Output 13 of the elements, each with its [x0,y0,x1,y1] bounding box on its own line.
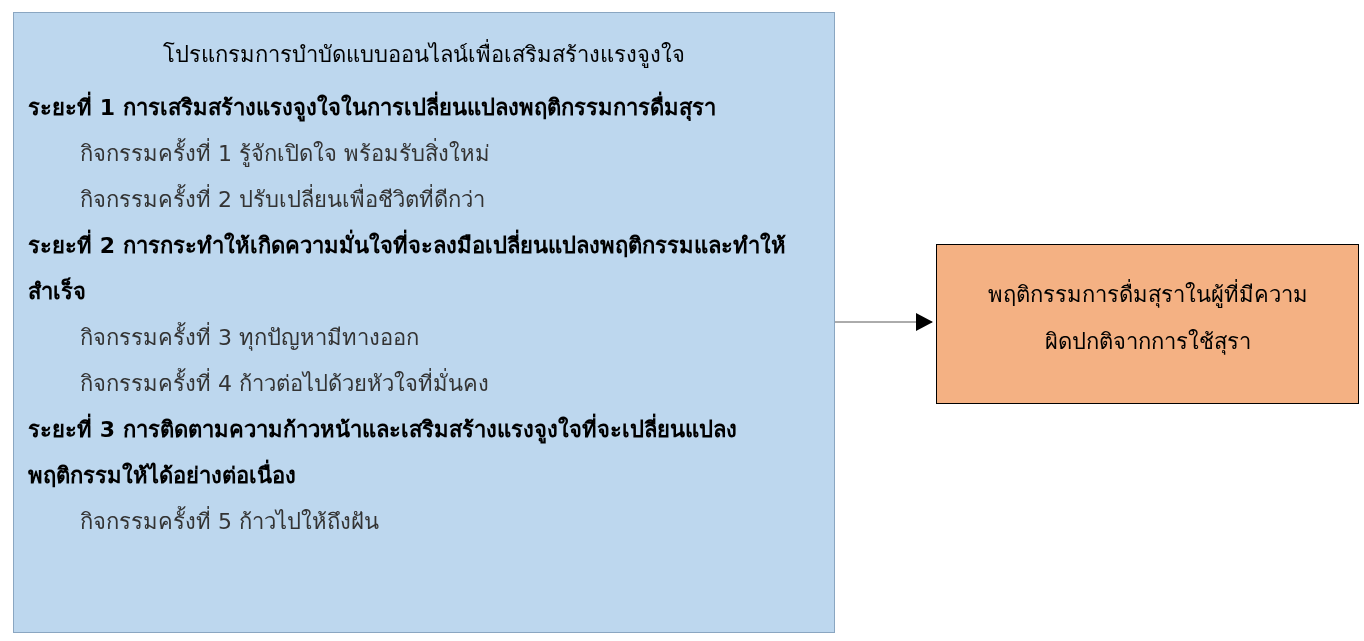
phase-heading: ระยะที่ 1 การเสริมสร้างแรงจูงใจในการเปลี่ยนแปลงพฤติกรรมการดื่มสุรา [28,85,820,131]
program-title: โปรแกรมการบำบัดแบบออนไลน์เพื่อเสริมสร้างแรงจูงใจ [28,37,820,73]
phase-heading: ระยะที่ 2 การกระทำให้เกิดความมั่นใจที่จะลงมือเปลี่ยนแปลงพฤติกรรมและทำให้สำเร็จ [28,223,820,315]
outcome-text: พฤติกรรมการดื่มสุราในผู้ที่มีความผิดปกติจากการใช้สุรา [977,271,1318,365]
activity-text: กิจกรรมครั้งที่ 1 รู้จักเปิดใจ พร้อมรับสิ่งใหม่ [28,131,820,177]
arrow [834,313,933,331]
activity-text: กิจกรรมครั้งที่ 5 ก้าวไปให้ถึงฝัน [28,499,820,545]
program-box [13,12,835,633]
activity-text: กิจกรรมครั้งที่ 2 ปรับเปลี่ยนเพื่อชีวิตที่ดีกว่า [28,177,820,223]
activity-text: กิจกรรมครั้งที่ 3 ทุกปัญหามีทางออก [28,315,820,361]
activity-text: กิจกรรมครั้งที่ 4 ก้าวต่อไปด้วยหัวใจที่มั่นคง [28,361,820,407]
outcome-box [936,244,1359,404]
phase-heading: ระยะที่ 3 การติดตามความก้าวหน้าและเสริมสร้างแรงจูงใจที่จะเปลี่ยนแปลงพฤติกรรมให้ได้อย่างต่อเนื่อง [28,407,820,499]
